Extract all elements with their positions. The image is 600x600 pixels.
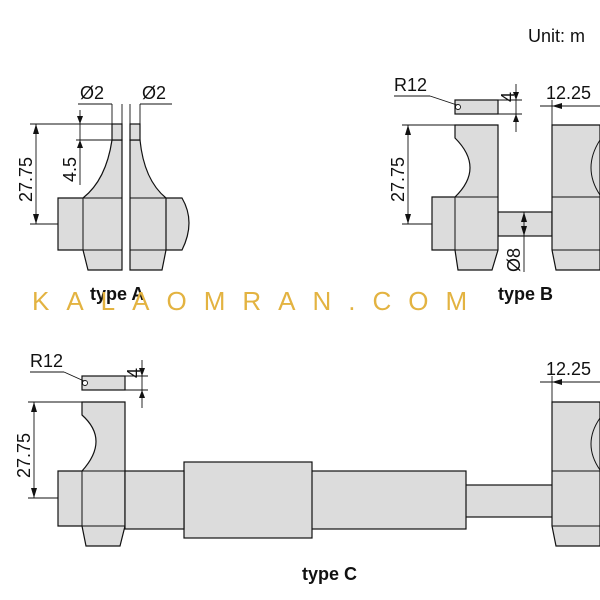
- type-a-tip-height-dim: 4.5: [60, 157, 80, 182]
- type-b-radius-dim: R12: [394, 75, 427, 95]
- type-a-height-dim: 27.75: [16, 157, 36, 202]
- type-c-drawing: R12 4 12.25 27.75 type C: [14, 351, 600, 584]
- type-c-sleeve: [183, 461, 313, 539]
- type-a-caption: type A: [90, 284, 144, 304]
- type-c-width-dim: 12.25: [546, 359, 591, 379]
- type-a-shaft: [159, 197, 190, 251]
- watermark-text: KALAOMRAN.COM: [32, 286, 484, 316]
- type-a-tip-left-dim: Ø2: [80, 83, 104, 103]
- type-b-width-dim: 12.25: [546, 83, 591, 103]
- type-c-left-jaw: [57, 401, 126, 547]
- type-b-height-dim: 27.75: [388, 157, 408, 202]
- type-a-right-jaw: [129, 139, 167, 271]
- type-b-caption: type B: [498, 284, 553, 304]
- type-c-thickness-dim: 4: [124, 368, 144, 378]
- type-a-left-tip: [111, 123, 123, 141]
- type-c-radius-dim: R12: [30, 351, 63, 371]
- type-b-drawing: R12 4 12.25 27.75 Ø8 type B: [388, 75, 600, 304]
- type-c-height-dim: 27.75: [14, 433, 34, 478]
- type-a-left-jaw: [57, 139, 123, 271]
- type-b-thickness-dim: 4: [498, 92, 518, 102]
- type-c-right-rod: [464, 484, 558, 518]
- type-a-tip-right-dim: Ø2: [142, 83, 166, 103]
- type-b-rod-diameter-dim: Ø8: [504, 248, 524, 272]
- type-b-face-detail: [454, 99, 499, 115]
- type-c-right-jaw: [551, 401, 600, 547]
- type-a-right-tip: [129, 123, 141, 141]
- type-c-left-shaft: [124, 470, 185, 530]
- type-a-drawing: Ø2 Ø2 27.75 4.5 type A: [16, 83, 190, 304]
- type-c-caption: type C: [302, 564, 357, 584]
- type-c-face-detail: [81, 375, 126, 391]
- unit-label: Unit: m: [528, 26, 585, 46]
